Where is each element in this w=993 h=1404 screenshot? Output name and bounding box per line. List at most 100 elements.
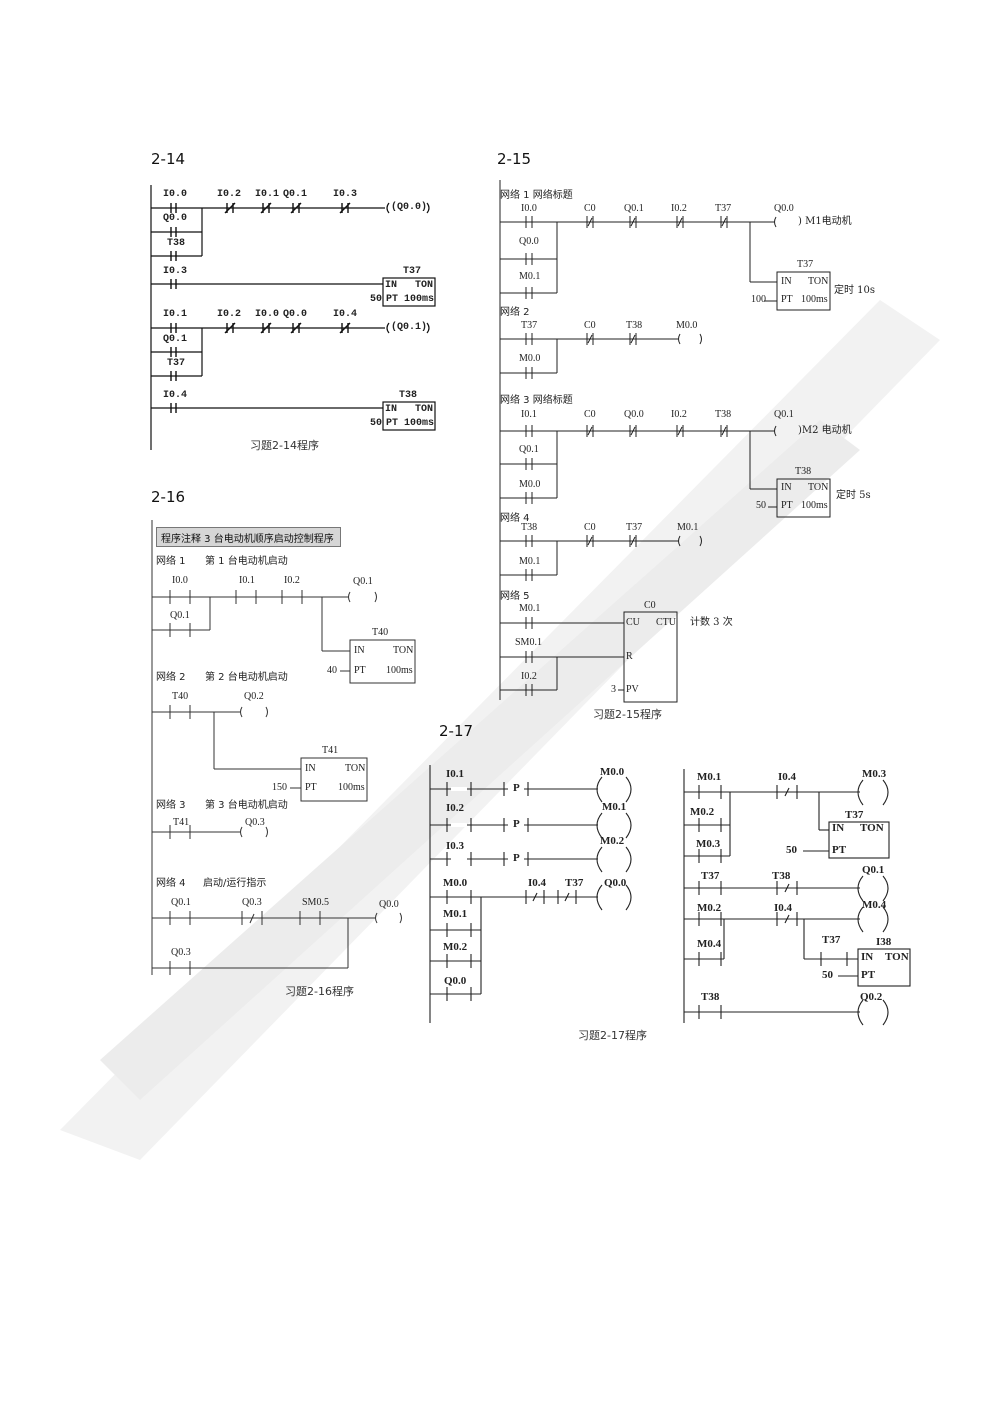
figure-caption: 习题2-15程序 [593,708,662,721]
counter-r: R [626,651,633,662]
contact-label: T38 [167,238,186,249]
timer-pt-value: 40 [327,665,337,676]
contact-label: T38 [772,870,791,882]
contact-label: Q0.1 [519,444,539,455]
timer-pt: PT [386,294,399,305]
coil-label: M0.0 [676,320,698,331]
timer-base: 100ms [404,294,435,305]
coil-label: M0.1 [677,522,699,533]
coil-note: ) M1电动机 [798,216,852,227]
timer-pt: PT [832,844,847,856]
timer-base: 100ms [404,418,435,429]
timer-in: IN [832,822,845,834]
edge-detect-label: P [513,782,520,794]
contact-label: Q0.0 [519,236,539,247]
network-2-label: 网络 2 [156,672,186,683]
contact-label: Q0.3 [171,947,191,958]
figure-caption: 习题2-17程序 [578,1029,647,1042]
contact-label: T37 [701,870,720,882]
timer-name: T41 [322,745,339,756]
contact-label: T37 [167,358,186,369]
timer-name: T38 [399,390,418,401]
timer-pt-value: 50 [370,418,383,429]
counter-pv-value: 3 [611,684,616,695]
network-4-label: 网络 4 [500,513,530,524]
contact-label: T38 [521,522,538,533]
coil-label: M0.0 [600,766,625,778]
contact-label: M0.1 [519,271,541,282]
contact-label: I0.4 [774,902,793,914]
coil-label: M0.2 [600,835,625,847]
contact-label: T37 [715,203,732,214]
timer-type: TON [345,763,366,774]
counter-cu: CU [626,617,640,628]
contact-label: I0.2 [521,671,537,682]
network-3-desc: 第 3 台电动机启动 [205,800,288,811]
timer-pt-value: 50 [786,844,797,856]
timer-pt: PT [781,500,793,511]
contact-label: M0.0 [519,479,541,490]
timer-pt-value: 150 [272,782,287,793]
contact-label: T38 [626,320,643,331]
section-title-2-15: 2-15 [497,150,532,168]
contact-label: I0.1 [239,575,255,586]
contact-label: C0 [584,320,596,331]
contact-label: M0.0 [519,353,541,364]
contact-label: I0.4 [528,877,547,889]
timer-pt-value: 50 [822,969,833,981]
contact-label: T37 [626,522,643,533]
coil-label: (Q0.1) [391,322,428,333]
contact-label: C0 [584,522,596,533]
counter-pv: PV [626,684,639,695]
contact-label: M0.2 [690,806,715,818]
network-1-label: 网络 1 [156,556,186,567]
timer-in: IN [354,645,365,656]
timer-pt: PT [781,294,793,305]
timer-type: TON [885,951,909,963]
contact-label: T41 [173,817,190,828]
coil-label: Q0.0 [604,877,627,889]
contact-label: I0.1 [255,189,280,200]
contact-label: I0.3 [333,189,358,200]
contact-label: SM0.5 [302,897,329,908]
timer-pt-value: 50 [756,500,766,511]
contact-label: Q0.3 [242,897,262,908]
contact-label: Q0.1 [171,897,191,908]
timer-pt-value: 50 [370,294,383,305]
timer-pt: PT [386,418,399,429]
coil-label: Q0.1 [862,864,885,876]
timer-note: 定时 5s [836,490,871,501]
coil-label: Q0.1 [774,409,794,420]
contact-label: Q0.1 [170,610,190,621]
contact-label: Q0.1 [624,203,644,214]
contact-label: SM0.1 [515,637,542,648]
network-3-label: 网络 3 [156,800,186,811]
timer-name: T38 [795,466,812,477]
counter-type: CTU [656,617,676,628]
timer-pt: PT [354,665,366,676]
timer-in: IN [781,276,792,287]
contact-label: Q0.0 [163,213,188,224]
contact-label: I0.0 [255,309,280,320]
contact-label: Q0.0 [624,409,644,420]
contact-label: M0.4 [697,938,722,950]
contact-label: Q0.1 [163,334,188,345]
network-3-label: 网络 3 网络标题 [500,395,573,406]
contact-label: T37 [521,320,538,331]
section-title-2-14: 2-14 [151,150,186,168]
contact-label: M0.2 [697,902,722,914]
contact-label: I0.2 [217,189,242,200]
contact-label: I0.3 [446,840,465,852]
coil-label: Q0.0 [379,899,399,910]
contact-label: C0 [584,203,596,214]
coil-label: Q0.3 [245,817,265,828]
coil-label: M0.3 [862,768,887,780]
contact-label: M0.0 [443,877,468,889]
contact-label: I0.0 [172,575,188,586]
contact-label: Q0.0 [444,975,467,987]
timer-pt-value: 100 [751,294,766,305]
network-4-desc: 启动/运行指示 [203,878,267,889]
timer-type: TON [808,276,829,287]
contact-label: I0.2 [671,409,687,420]
contact-label: M0.1 [697,771,722,783]
